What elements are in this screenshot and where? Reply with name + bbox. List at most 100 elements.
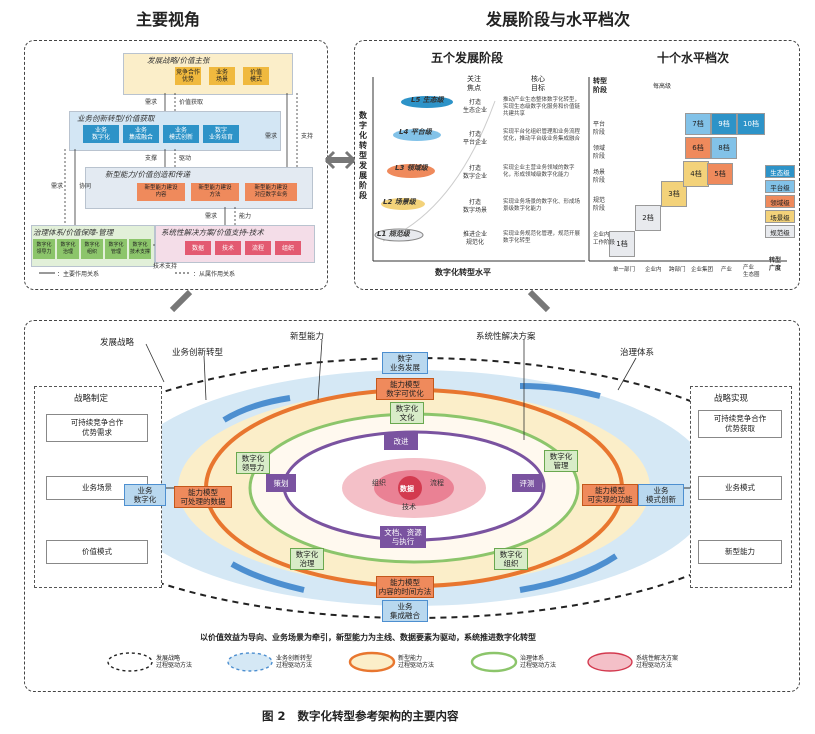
focus-l5: 打造 生态企业 (463, 99, 488, 114)
business-chip-4: 数字 业务培育 (203, 125, 239, 143)
level-cell-10: 10档 (737, 113, 765, 135)
levels-subtitle: 十个水平档次 (657, 51, 730, 65)
row-label-5: 企业内 工作阶段 (593, 232, 616, 246)
legend-main: ：主要作用关系 (57, 271, 100, 278)
capability-chip-3: 新型能力建设 对应数字业务 (245, 183, 297, 201)
right-strategy-title: 战略实现 (714, 394, 749, 404)
cap-node-bottom: 能力模型 内容的时间方法 (376, 576, 434, 598)
strategy-chip-1: 竞争合作 优势 (175, 67, 201, 85)
biz-node-bottom: 业务 集成融合 (382, 600, 428, 622)
figure-caption: 图 2 数字化转型参考架构的主要内容 (262, 709, 459, 723)
slogan: 以价值效益为导向、业务场景为牵引，新型能力为主线、数据要素为驱动，系统推进数字化… (200, 633, 536, 642)
governance-chip-2: 数字化 治理 (57, 239, 79, 259)
col-label-3: 跨部门 (669, 267, 686, 273)
goal-l2: 实现业务场景的数字化、形成场景级数字化能力 (503, 199, 581, 212)
solution-layer-title: 系统性解决方案/价值支持-技术 (161, 228, 264, 237)
stages-levels-title: 发展阶段与水平档次 (486, 10, 631, 29)
stage-l3: L3 领域级 (395, 164, 428, 172)
legend-solution: 系统性解决方案 过程驱动方法 (636, 655, 679, 669)
capability-chip-1: 新型能力建设 内容 (137, 183, 185, 201)
solution-chip-1: 数据 (185, 241, 211, 255)
main-perspective-title: 主要视角 (136, 10, 201, 29)
business-chip-1: 业务 数字化 (83, 125, 119, 143)
level-cell-7: 7档 (685, 113, 711, 135)
level-cell-3: 3档 (661, 181, 687, 207)
level-cell-5: 5档 (707, 163, 733, 185)
cap-node-top: 能力模型 数字可优化 (376, 378, 434, 400)
solution-chip-3: 流程 (245, 241, 271, 255)
stages-yaxis: 数字化转型发展阶段 (359, 111, 367, 200)
legend-sub: ：从属作用关系 (193, 271, 236, 278)
biz-node-top: 数字 业务发展 (382, 352, 428, 374)
col-label-5: 产业 (721, 267, 733, 273)
stages-panel: 五个发展阶段 十个水平档次 数字化转型发展阶段 数字化转型水平 关注 焦点 核心… (354, 40, 800, 290)
biz-node-left: 业务 数字化 (124, 484, 166, 506)
level-cell-4: 4档 (683, 161, 709, 187)
right-label-4: 场景级 (765, 210, 795, 223)
col-label-6: 产业 生态圈 (743, 265, 760, 278)
xaxis-2: 转型 广度 (769, 257, 782, 272)
level-cell-9: 9档 (711, 113, 737, 135)
right-box-1: 可持续竞争合作 优势获取 (698, 410, 782, 438)
row-label-2: 领域 阶段 (593, 145, 606, 160)
right-label-1: 生态级 (765, 165, 795, 178)
legend-governance: 治理体系 过程驱动方法 (520, 655, 557, 669)
label-solution: 系统性解决方案 (476, 332, 536, 342)
right-label-5: 规范级 (765, 225, 795, 238)
stage-l2: L2 场景级 (383, 198, 416, 206)
stage-l4: L4 平台级 (399, 128, 432, 136)
cap-node-left: 能力模型 可处理的数据 (174, 486, 232, 508)
row-label-1: 平台 阶段 (593, 121, 606, 136)
business-layer-title: 业务创新转型/价值获取 (77, 114, 155, 123)
row-label-3: 场景 阶段 (593, 169, 606, 184)
stage-l5: L5 生态级 (411, 96, 444, 104)
side-label-3: 支撑 (145, 155, 158, 162)
legend-business: 业务创新转型 过程驱动方法 (276, 655, 313, 669)
right-label-3: 领域级 (765, 195, 795, 208)
stages-xaxis: 数字化转型水平 (435, 268, 491, 277)
gov-node-governance: 数字化 治理 (290, 548, 324, 570)
capability-layer-title: 新型能力/价值创造和传递 (105, 170, 191, 179)
stage-l1: L1 规范级 (377, 230, 410, 238)
col-focus: 关注 焦点 (467, 75, 481, 92)
focus-l3: 打造 数字企业 (463, 165, 488, 180)
governance-chip-3: 数字化 组织 (81, 239, 103, 259)
stages-subtitle: 五个发展阶段 (431, 51, 504, 65)
goal-l5: 推动产业生态整体数字化转型，实现生态级数字化服务和价值链共建共享 (503, 97, 581, 117)
left-box-1: 可持续竞争合作 优势需求 (46, 414, 148, 442)
right-label-2: 平台级 (765, 180, 795, 193)
legend-capability: 新型能力 过程驱动方法 (398, 655, 435, 669)
sol-node-execute: 文档、资源 与执行 (380, 526, 426, 548)
col-label-1: 单一部门 (613, 267, 636, 273)
sol-node-improve: 改进 (384, 432, 418, 450)
col-label-4: 企业集团 (691, 267, 714, 273)
goal-l4: 实现平台化组织管理和业务流程优化，推动平台级业务集成融合 (503, 129, 581, 142)
right-box-2: 业务模式 (698, 476, 782, 500)
side-label-11: 技术支持 (153, 263, 178, 270)
side-label-10: 协同 (79, 183, 92, 190)
gov-node-management: 数字化 管理 (544, 450, 578, 472)
sol-node-evaluate: 评测 (512, 474, 542, 492)
capability-chip-2: 新型能力建设 方法 (191, 183, 239, 201)
governance-layer-title: 治理体系/价值保障-管理 (33, 228, 114, 237)
side-label-9: 需求 (51, 183, 64, 190)
governance-chip-5: 数字化 技术支撑 (129, 239, 151, 259)
perspective-panel: 发展战略/价值主张 竞争合作 优势 业务 场景 价值 模式 业务创新转型/价值获… (24, 40, 328, 290)
side-label-4: 驱动 (179, 155, 192, 162)
goal-l3: 实现企业主营业务领域的数字化，形成领域级数字化能力 (503, 165, 575, 178)
level-note: 每高级 (653, 83, 672, 90)
label-capability: 新型能力 (290, 332, 325, 342)
side-label-2: 价值获取 (179, 99, 204, 106)
perspective-connectors (39, 93, 298, 274)
governance-chip-4: 数字化 管理 (105, 239, 127, 259)
solution-chip-2: 技术 (215, 241, 241, 255)
col-label-2: 企业内 (645, 267, 662, 273)
left-strategy-title: 战略制定 (74, 394, 109, 404)
side-label-6: 能力 (239, 213, 252, 220)
gov-node-organization: 数字化 组织 (494, 548, 528, 570)
gov-node-leadership: 数字化 领导力 (236, 452, 270, 474)
strategy-chip-2: 业务 场景 (209, 67, 235, 85)
right-box-3: 新型能力 (698, 540, 782, 564)
level-axis: 转型 阶段 (593, 77, 607, 94)
level-cell-6: 6档 (685, 137, 711, 159)
